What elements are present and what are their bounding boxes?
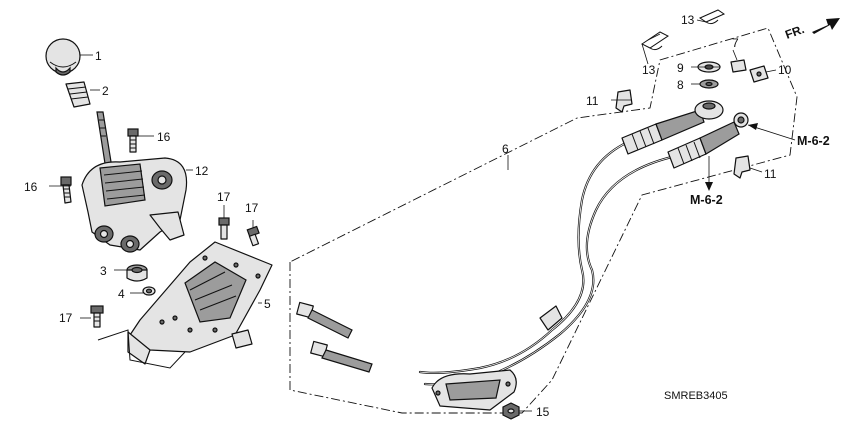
lock-pin-a	[641, 31, 669, 51]
bushing	[126, 264, 148, 282]
callout-2: 2	[102, 84, 109, 98]
shift-cable	[423, 154, 678, 386]
callout-7: 7	[732, 36, 739, 50]
callout-17-b: 17	[245, 201, 259, 215]
shift-lever	[96, 111, 113, 171]
clip-7	[730, 59, 747, 73]
collar	[142, 286, 156, 296]
bracket-outline	[97, 329, 186, 369]
callout-12: 12	[195, 164, 209, 178]
callout-17-c: 17	[59, 311, 73, 325]
callout-9: 9	[677, 61, 684, 75]
callout-1: 1	[95, 49, 102, 63]
lock-pin-b	[698, 9, 726, 25]
front-direction-label: FR.	[783, 22, 806, 42]
clip-10	[749, 65, 769, 83]
callout-11-upper: 11	[586, 94, 599, 108]
callout-8: 8	[677, 78, 684, 92]
callout-11-lower: 11	[764, 167, 777, 181]
callout-5: 5	[264, 297, 271, 311]
select-cable	[418, 140, 630, 374]
callout-17-a: 17	[217, 190, 231, 204]
cable-grommet-bracket	[431, 369, 517, 411]
shift-boot	[65, 81, 91, 108]
ref-arrow-down-icon	[705, 182, 713, 191]
cable-clip-lower	[733, 155, 751, 179]
callout-16-left: 16	[24, 180, 38, 194]
callout-13-a: 13	[681, 13, 695, 27]
cable-end-left	[296, 301, 373, 373]
bracket-bolt-c	[90, 305, 104, 328]
ref-arrow-right-icon	[748, 123, 758, 130]
shift-lever-housing	[81, 157, 188, 253]
reference-label-down: M-6-2	[690, 193, 723, 207]
cable-end-lower	[667, 112, 749, 169]
flange-nut	[502, 402, 520, 420]
callout-13-b: 13	[642, 63, 656, 77]
callout-3: 3	[100, 264, 107, 278]
callout-15: 15	[536, 405, 550, 419]
bracket-bolt-a	[218, 217, 230, 240]
cable-clip-upper	[615, 89, 633, 113]
housing-bolt-left	[60, 176, 72, 204]
shift-knob	[45, 38, 81, 76]
front-arrow-icon	[812, 18, 840, 34]
cable-end-upper	[621, 100, 724, 155]
lever-bracket	[127, 241, 273, 365]
cable-assembly-boundary	[289, 27, 798, 414]
callout-4: 4	[118, 287, 125, 301]
bracket-bolt-b	[246, 225, 260, 247]
front-direction-indicator: FR.	[783, 18, 840, 42]
callout-6: 6	[502, 142, 509, 156]
diagram-code: SMREB3405	[664, 390, 728, 402]
reference-label-right: M-6-2	[797, 134, 830, 148]
callout-16-upper: 16	[157, 130, 171, 144]
housing-bolt-upper	[127, 128, 139, 153]
bushing-8	[699, 79, 719, 89]
cable-clamp	[539, 305, 563, 331]
callout-10: 10	[778, 63, 792, 77]
